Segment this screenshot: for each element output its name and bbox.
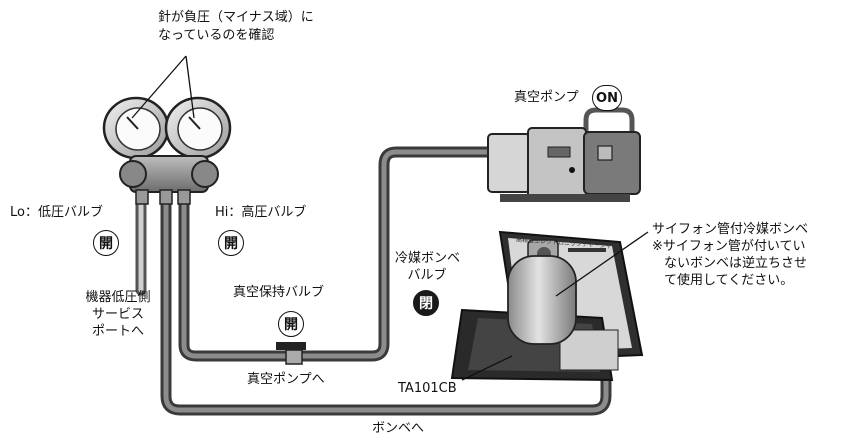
siphon-note-line-3: て使用してください。 xyxy=(664,273,794,288)
refrigerant-valve-label: 冷媒ボンベ バルブ xyxy=(395,250,461,284)
siphon-note-line-1: ※サイフォン管が付いてい xyxy=(652,239,806,254)
to-cylinder-label: ボンベへ xyxy=(372,421,425,436)
model-callout-line xyxy=(461,355,513,381)
vacuum-pump xyxy=(487,107,641,202)
to-vacuum-pump-label: 真空ポンプへ xyxy=(247,372,325,387)
service-port-line-1: 機器低圧側 xyxy=(85,290,151,305)
hi-valve-open-badge: 開 xyxy=(218,230,244,256)
cylinder-callout-line xyxy=(555,231,649,297)
needle-note-line-1: 針が負圧（マイナス域）に xyxy=(158,10,314,25)
callout-line-right xyxy=(185,55,195,119)
siphon-note-line-2: ないボンベは逆立ちさせ xyxy=(664,256,808,271)
refrigerant-valve-line-1: 冷媒ボンベ xyxy=(395,251,461,266)
lo-valve-open-badge: 開 xyxy=(93,230,119,256)
hoses xyxy=(135,146,612,416)
lo-valve-label: Lo：低圧バルブ xyxy=(10,205,103,220)
service-port-line-2: サービス xyxy=(91,307,144,322)
service-port-line-3: ポートへ xyxy=(91,324,144,339)
vacuum-hold-valve-label: 真空保持バルブ xyxy=(233,285,325,300)
refrigerant-valve-closed-badge: 閉 xyxy=(413,290,439,316)
model-label: TA101CB xyxy=(398,381,457,396)
manifold-gauge xyxy=(102,96,232,205)
callout-line-left xyxy=(131,55,187,119)
vacuum-hold-valve-open-badge: 開 xyxy=(278,311,304,337)
hi-valve-label: Hi：高圧バルブ xyxy=(215,205,307,220)
needle-note-line-2: なっているのを確認 xyxy=(158,28,275,43)
vacuum-pump-label: 真空ポンプ xyxy=(514,90,579,105)
refrigerant-valve-line-2: バルブ xyxy=(407,268,447,283)
service-port-label: 機器低圧側 サービス ポートへ xyxy=(78,289,158,340)
vacuum-hold-valve xyxy=(276,342,306,365)
refrigerant-cylinder xyxy=(507,239,606,345)
vacuum-pump-on-badge: ON xyxy=(592,85,622,111)
siphon-cylinder-label: サイフォン管付冷媒ボンベ xyxy=(652,222,809,237)
